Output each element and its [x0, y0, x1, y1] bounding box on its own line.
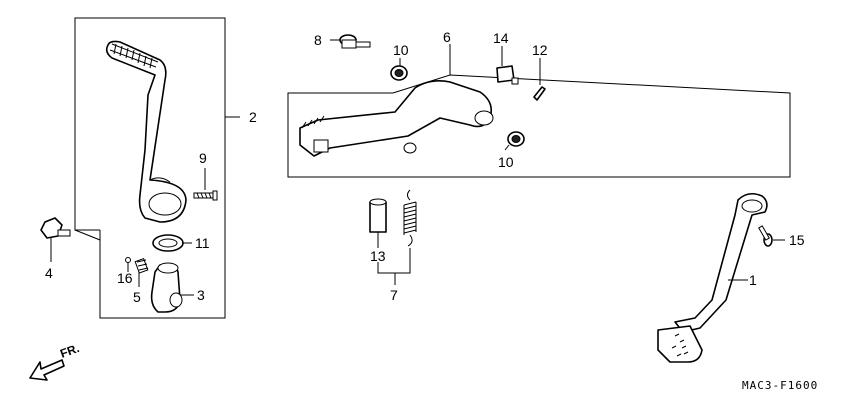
collar-13 — [369, 198, 387, 233]
callout-9: 9 — [199, 150, 207, 166]
callout-15: 15 — [789, 232, 805, 248]
front-direction-arrow: FR. — [29, 341, 81, 381]
clip-14 — [496, 65, 519, 85]
bolt-9 — [193, 190, 218, 201]
gear-pedal-group-box — [287, 74, 791, 178]
callout-5: 5 — [133, 289, 141, 305]
bolt-4 — [40, 217, 71, 239]
callout-11: 11 — [195, 235, 210, 251]
cotter-pin-12 — [533, 86, 546, 101]
spring-5 — [134, 258, 149, 274]
callout-2: 2 — [249, 109, 257, 125]
callout-12: 12 — [532, 42, 548, 58]
collar-10-lower — [507, 131, 525, 147]
kick-spindle-3 — [150, 262, 183, 313]
direction-label: FR. — [58, 341, 81, 361]
callout-13: 13 — [370, 248, 386, 264]
leader-lines — [50, 39, 785, 296]
callout-16: 16 — [117, 270, 133, 286]
ball-16 — [125, 257, 131, 263]
kick-starter-pedal — [657, 192, 768, 363]
pivot-bolt-8 — [339, 34, 371, 49]
callout-3: 3 — [197, 287, 205, 303]
seal-ring-11 — [152, 234, 184, 252]
bolt-15 — [758, 225, 773, 247]
gear-change-pedal — [299, 80, 494, 157]
kick-assembly-group-box — [74, 17, 226, 319]
callout-8: 8 — [314, 32, 322, 48]
callout-4: 4 — [45, 265, 53, 281]
callout-6: 6 — [443, 29, 451, 45]
callout-1: 1 — [749, 272, 757, 288]
callout-10-upper: 10 — [393, 42, 409, 58]
callout-14: 14 — [493, 30, 509, 46]
callout-7: 7 — [390, 287, 398, 303]
return-spring — [403, 189, 417, 247]
collar-10-upper — [390, 65, 408, 81]
callout-10-lower: 10 — [498, 154, 514, 170]
diagram-code: MAC3-F1600 — [742, 379, 818, 392]
callout-labels: 1 2 3 4 5 6 7 8 9 10 10 11 12 13 14 15 1… — [45, 29, 805, 305]
kick-starter-arm — [105, 40, 187, 223]
